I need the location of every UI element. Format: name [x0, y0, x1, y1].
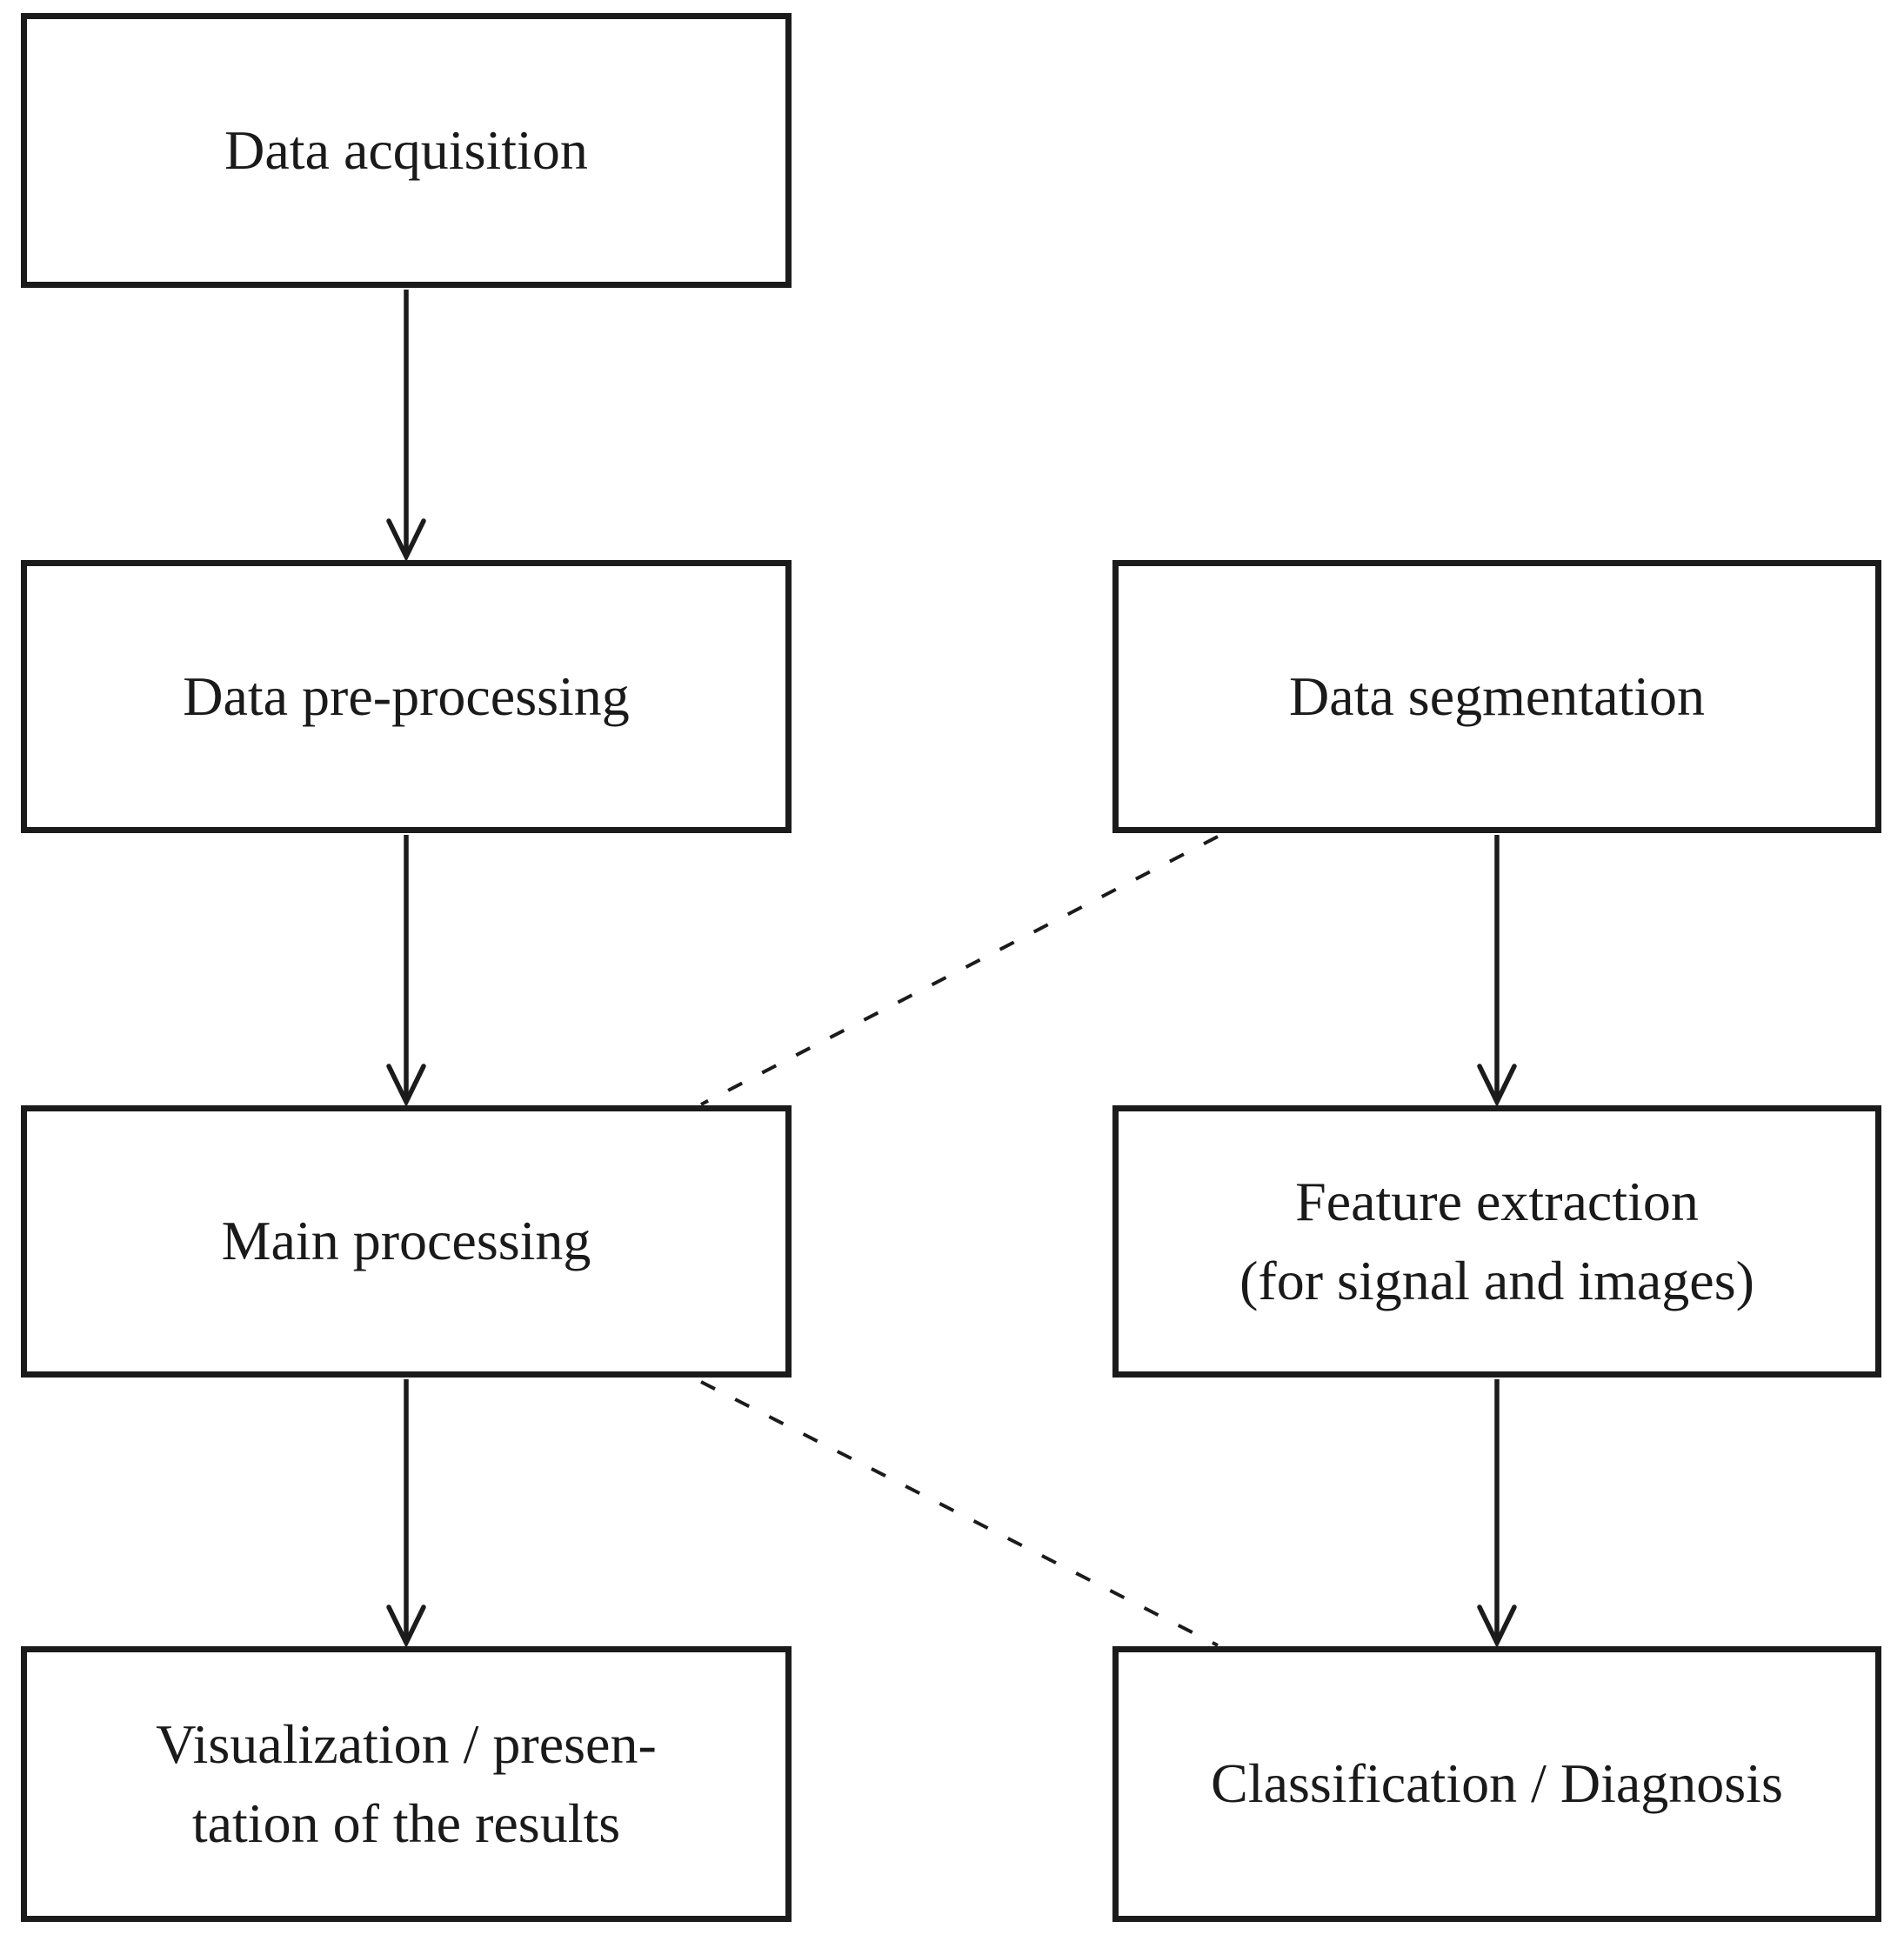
node-visualization-presentation: Visualization / presen- tation of the re… — [21, 1646, 792, 1922]
arrow-segmentation-to-featureextraction — [1477, 835, 1517, 1108]
node-label: Data acquisition — [224, 118, 588, 181]
node-feature-extraction: Feature extraction (for signal and image… — [1112, 1105, 1881, 1378]
node-label-line2: tation of the results — [191, 1791, 621, 1854]
node-data-segmentation: Data segmentation — [1112, 560, 1881, 833]
arrow-featureextraction-to-classification — [1477, 1379, 1517, 1649]
node-data-pre-processing: Data pre-processing — [21, 560, 792, 833]
arrow-mainprocessing-to-visualization — [386, 1379, 426, 1649]
node-label-line2: (for signal and images) — [1239, 1249, 1754, 1311]
node-label-line1: Feature extraction — [1295, 1170, 1699, 1232]
node-label: Data segmentation — [1288, 664, 1706, 727]
node-label: Main processing — [221, 1210, 591, 1272]
node-main-processing: Main processing — [21, 1105, 792, 1378]
dashed-link-segmentation-to-mainprocessing — [700, 835, 1219, 1106]
node-data-acquisition: Data acquisition — [21, 13, 792, 288]
node-label: Data pre-processing — [183, 664, 630, 727]
node-label-line1: Visualization / presen- — [156, 1712, 657, 1775]
arrow-acquisition-to-preprocessing — [386, 290, 426, 563]
node-label: Classification / Diagnosis — [1211, 1752, 1783, 1815]
node-classification-diagnosis: Classification / Diagnosis — [1112, 1646, 1881, 1922]
arrow-preprocessing-to-mainprocessing — [386, 835, 426, 1108]
dashed-link-mainprocessing-to-classification — [700, 1380, 1219, 1647]
